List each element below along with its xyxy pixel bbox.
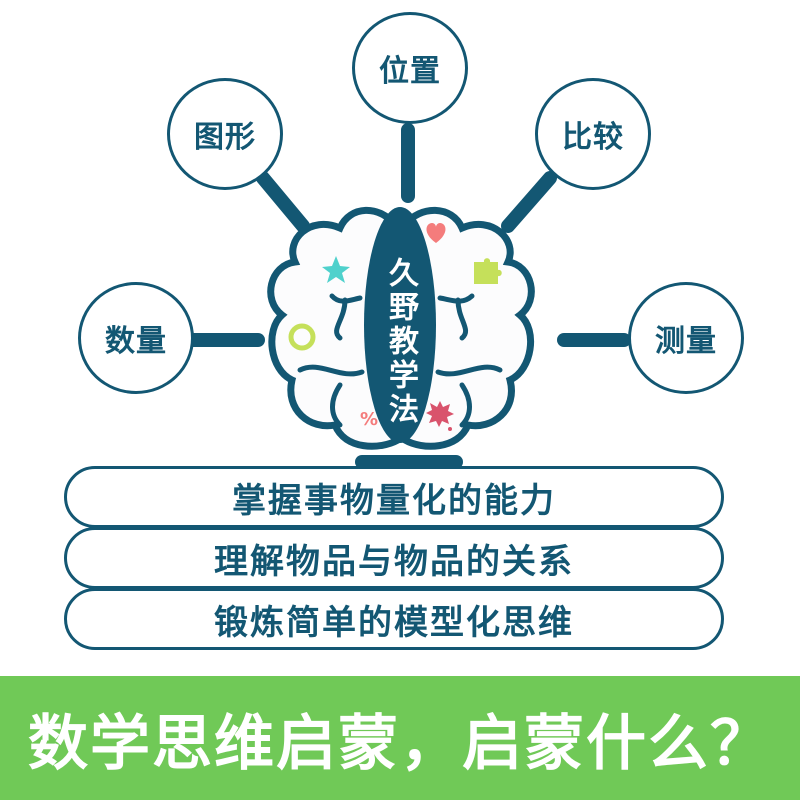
- ability-pill-modeling: 锻炼简单的模型化思维: [64, 588, 724, 650]
- connector-shape: [256, 171, 310, 233]
- heart-icon: [426, 223, 446, 243]
- ability-pill-relationships: 理解物品与物品的关系: [64, 527, 724, 589]
- connector-compare: [501, 171, 557, 233]
- puzzle-piece-icon: [474, 258, 502, 284]
- ability-pill-quantification: 掌握事物量化的能力: [64, 466, 724, 528]
- bubble-shape: 图形: [167, 78, 283, 190]
- starfish-icon: [322, 256, 350, 283]
- bubble-quantity: 数量: [78, 282, 194, 394]
- method-title-text: 久野教学法: [383, 257, 418, 427]
- bubble-position: 位置: [352, 12, 468, 124]
- headline-text: 数学思维启蒙，启蒙什么？: [28, 708, 772, 779]
- splat-icon: [426, 401, 454, 431]
- gear-ring-icon: [288, 323, 316, 351]
- bubble-compare: 比较: [535, 78, 651, 190]
- headline-banner: 数学思维启蒙，启蒙什么？: [0, 676, 800, 800]
- percent-icon: %: [360, 409, 378, 430]
- method-title: 久野教学法: [372, 232, 428, 452]
- bubble-measure: 测量: [628, 282, 744, 394]
- title-ellipse: [364, 207, 436, 443]
- brain-outline-icon: [267, 206, 535, 450]
